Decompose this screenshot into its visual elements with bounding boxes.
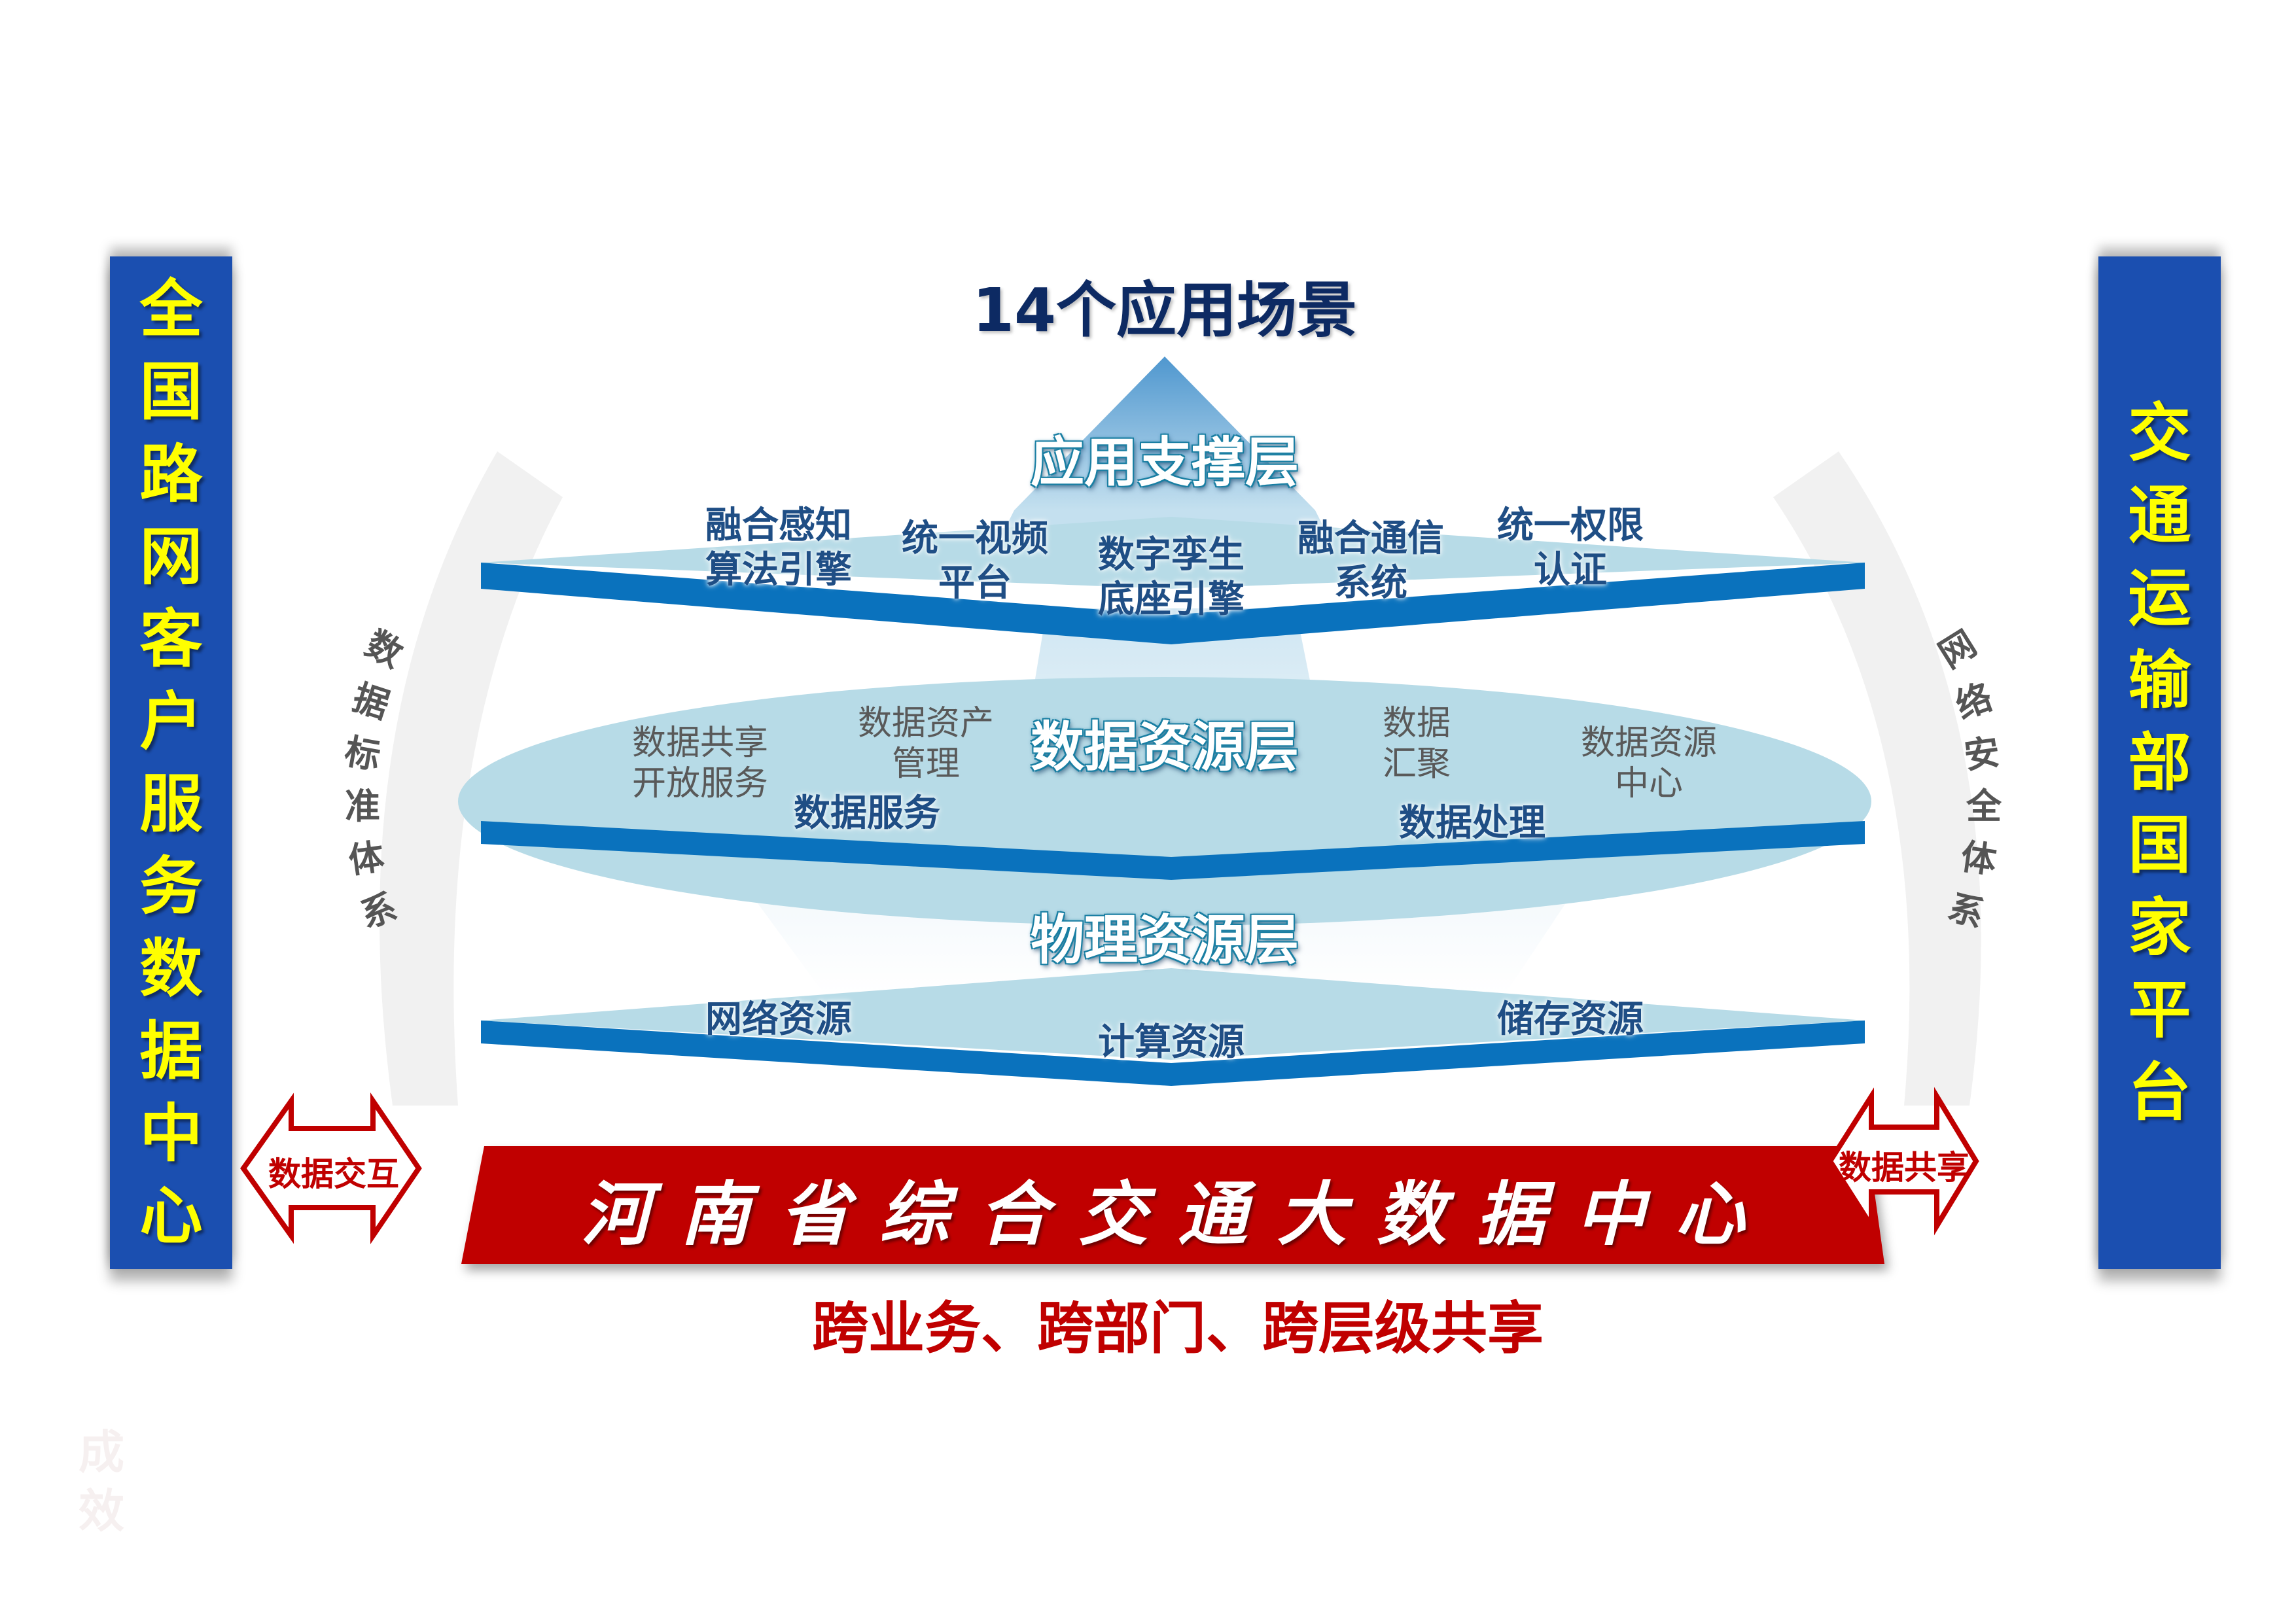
layer-title-data-resource: 数据资源层 [1030,716,1299,778]
right-double-arrow [1827,1087,1979,1236]
left-arc-band [380,451,563,1106]
layer1-item-unified-auth: 统一权限 认证 [1472,504,1669,593]
right-panel-char: 输 [2128,644,2191,717]
item-line: 汇聚 [1382,744,1451,784]
right-panel-char: 国 [2128,809,2191,882]
left-panel-national-road-data-center: 全 国 路 网 客 户 服 务 数 据 中 心 [110,256,232,1269]
left-panel-char: 国 [139,355,203,428]
left-arc-char: 标 [342,730,384,778]
layer1-bar [481,563,1865,644]
item-line: 认证 [1534,549,1607,591]
left-panel-char: 服 [139,767,203,841]
core-subtitle: 跨业务、跨部门、跨层级共享 [812,1296,1544,1361]
applications-title: 14个应用场景 [972,275,1358,345]
right-arc-char: 体 [1958,835,2000,882]
layer2-sub-data-sharing: 数据共享 开放服务 [602,723,798,804]
left-panel-char: 中 [139,1097,203,1170]
item-line: 中心 [1614,764,1683,803]
layer1-item-fusion-communication: 融合通信 系统 [1273,517,1469,606]
item-line: 统一视频 [902,517,1048,560]
item-line: 数据资源 [1580,724,1717,763]
item-line: 数据 [1382,704,1451,743]
right-arc-char: 全 [1966,786,2002,827]
right-panel-char: 台 [2128,1056,2191,1129]
layer3-item-network: 网络资源 [705,998,852,1041]
right-panel-char: 交 [2128,396,2191,470]
left-panel-char: 数 [139,932,203,1005]
right-arc-char: 安 [1961,731,2003,777]
right-arc-band [1773,451,1981,1106]
layer1-item-unified-video: 统一视频 平台 [877,517,1073,606]
layer3-item-compute: 计算资源 [1098,1021,1245,1064]
right-panel-char: 通 [2128,479,2191,552]
left-double-arrow [240,1092,422,1245]
item-line: 算法引擎 [705,549,852,591]
layer2-sub-data-asset: 数据资产 管理 [828,703,1024,784]
right-arrow-label-data-sharing: 数据共享 [1839,1149,1969,1187]
item-line: 融合感知 [705,504,852,547]
layer-title-physical-resource: 物理资源层 [1030,909,1299,971]
item-line: 平台 [938,562,1012,604]
item-line: 统一权限 [1497,504,1644,547]
left-panel-char: 全 [139,273,203,346]
layer2-sub-data-aggregation: 数据 汇聚 [1351,703,1482,784]
item-line: 开放服务 [631,764,768,803]
right-panel-char: 平 [2128,973,2191,1047]
item-line: 数据资产 [857,704,994,743]
left-panel-char: 户 [139,685,203,758]
core-banner-title: 河南省综合交通大数据中心 [581,1173,1775,1255]
left-panel-char: 务 [139,850,203,923]
left-panel-char: 心 [139,1179,203,1253]
item-line: 管理 [891,744,960,784]
watermark-char: 成 [79,1425,124,1479]
right-panel-char: 部 [2128,726,2191,799]
layer3-bar [481,1021,1865,1086]
layer-title-application-support: 应用支撑层 [1030,432,1299,494]
layer2-bar [481,821,1865,880]
layer2-sub-resource-center: 数据资源 中心 [1551,723,1747,804]
right-panel-ministry-platform: 交 通 运 输 部 国 家 平 台 [2098,256,2221,1269]
left-panel-char: 客 [139,602,203,676]
left-arrow-label-data-interaction: 数据交互 [268,1155,399,1193]
layer3-item-storage: 储存资源 [1497,998,1644,1041]
item-line: 数据共享 [631,724,768,763]
left-arc-char: 体 [345,835,387,882]
item-line: 系统 [1334,562,1407,604]
layer1-item-fusion-perception: 融合感知 算法引擎 [680,504,877,593]
item-line: 融合通信 [1298,517,1444,560]
layer2-group-data-processing: 数据处理 [1399,802,1545,845]
item-line: 数字孪生 [1098,534,1245,576]
right-panel-char: 家 [2128,891,2191,964]
watermark-char: 效 [79,1484,124,1538]
pyramid-top [1014,357,1315,510]
left-panel-char: 据 [139,1015,203,1088]
right-panel-char: 运 [2128,561,2191,635]
layer1-item-digital-twin: 数字孪生 底座引擎 [1073,533,1269,622]
left-panel-char: 路 [139,438,203,511]
layer2-group-data-service: 数据服务 [794,792,940,835]
item-line: 底座引擎 [1098,578,1245,621]
left-panel-char: 网 [139,520,203,593]
core-banner-shape [461,1146,1884,1264]
watermark-text: 成 效 [79,1423,124,1541]
left-arc-char: 准 [345,786,380,827]
